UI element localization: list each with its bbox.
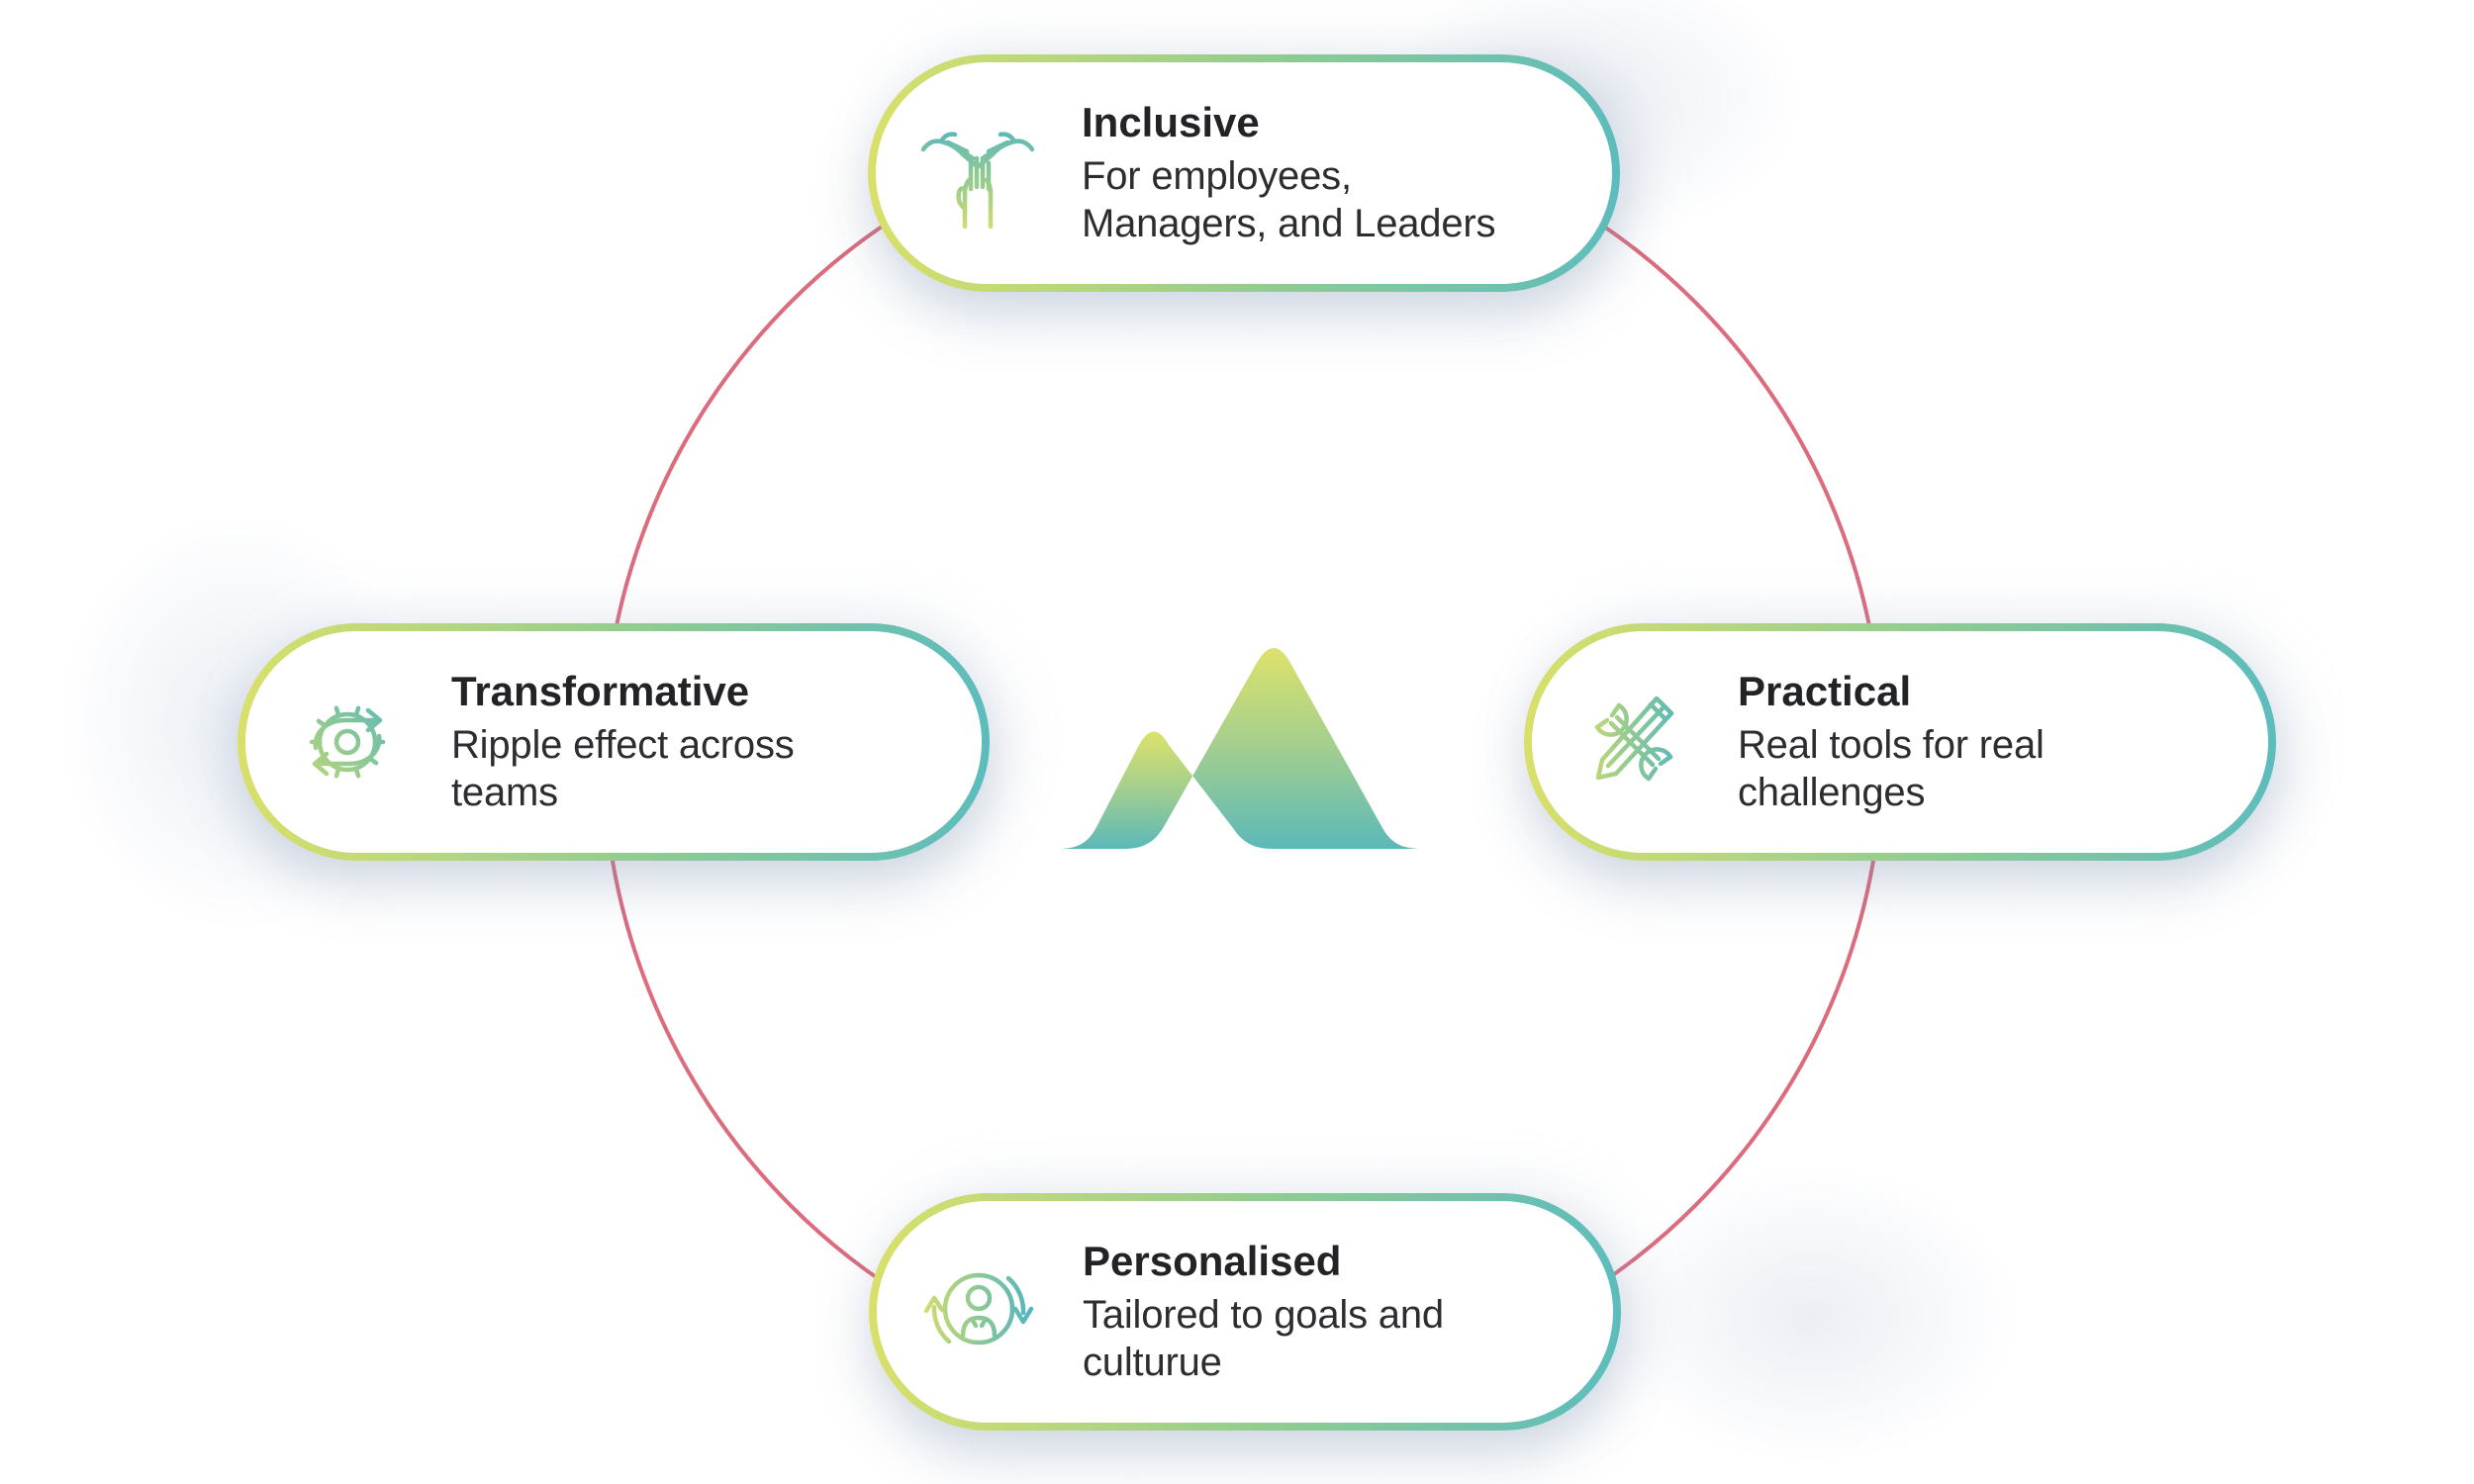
card-description-line: challenges — [1738, 771, 1926, 815]
card-description-line: Real tools for real — [1738, 723, 2045, 768]
card-title: Transformative — [451, 667, 750, 714]
card-description-line: culturue — [1083, 1341, 1222, 1385]
card-description-line: Managers, and Leaders — [1082, 202, 1496, 246]
card-transformative: Transformative Ripple effect across team… — [238, 623, 990, 861]
card-description-line: teams — [451, 771, 558, 815]
card-title: Practical — [1738, 667, 1912, 714]
card-practical: Practical Real tools for real challenges — [1524, 623, 2276, 861]
card-description-line: Tailored to goals and — [1083, 1293, 1444, 1338]
gear-arrows-icon — [288, 683, 407, 801]
card-inclusive: Inclusive For employees, Managers, and L… — [868, 54, 1620, 292]
person-cycle-icon — [919, 1252, 1038, 1371]
hands-together-icon — [918, 114, 1037, 232]
card-description-line: For employees, — [1082, 154, 1352, 199]
card-description-line: Ripple effect across — [451, 723, 795, 768]
card-title: Inclusive — [1082, 98, 1260, 145]
card-personalised: Personalised Tailored to goals and cultu… — [869, 1193, 1621, 1431]
mountain-logo — [1059, 648, 1423, 849]
background-blob — [1603, 1167, 2019, 1464]
wrench-pencil-icon — [1574, 683, 1693, 801]
card-title: Personalised — [1083, 1237, 1342, 1284]
